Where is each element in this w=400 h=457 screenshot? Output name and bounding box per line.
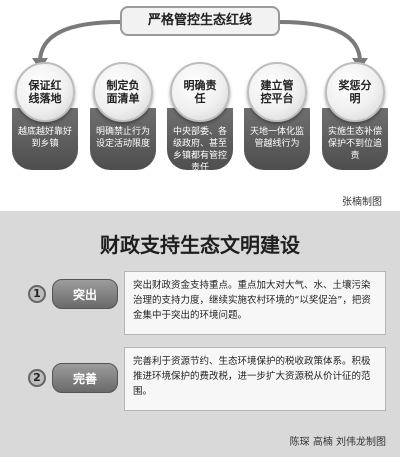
policy-text: 突出财政资金支持重点。重点加大对大气、水、土壤污染治理的支持力度，继续实施农村环…: [124, 271, 386, 335]
principle-circle: 制定负面清单: [93, 62, 153, 122]
principle-circle: 明确责任: [170, 62, 230, 122]
policy-label: 完善: [52, 363, 118, 393]
bottom-infographic: 财政支持生态文明建设 1 突出 突出财政资金支持重点。重点加大对大气、水、土壤污…: [0, 211, 400, 457]
principle-column: 保证红线落地 越底越好靠好到乡镇: [12, 62, 78, 170]
principle-circle: 奖惩分明: [325, 62, 385, 122]
principle-circle: 建立管控平台: [247, 62, 307, 122]
top-infographic: 严格管控生态红线 保证红线落地 越底越好靠好到乡镇 制定负面清单 明确禁止行为设…: [0, 0, 400, 210]
policy-label: 突出: [52, 279, 118, 309]
bottom-title: 财政支持生态文明建设: [100, 233, 300, 257]
policy-number: 2: [28, 369, 46, 387]
top-credit: 张楠制图: [342, 197, 382, 208]
principle-circle: 保证红线落地: [15, 62, 75, 122]
principle-column: 建立管控平台 天地一体化监管越线行为: [244, 62, 310, 170]
principle-column: 明确责任 中央部委、各级政府、甚至乡镇都有管控责任: [167, 62, 233, 173]
bottom-credit: 陈琛 高楠 刘伟龙制图: [289, 437, 386, 448]
top-title: 严格管控生态红线: [120, 6, 280, 36]
principle-column: 奖惩分明 实施生态补偿保护不到位追责: [322, 62, 388, 170]
principle-column: 制定负面清单 明确禁止行为设定活动限度: [90, 62, 156, 170]
policy-number: 1: [28, 285, 46, 303]
policy-text: 完善利于资源节约、生态环境保护的税收政策体系。积极推进环境保护的费改税，进一步扩…: [124, 347, 386, 411]
